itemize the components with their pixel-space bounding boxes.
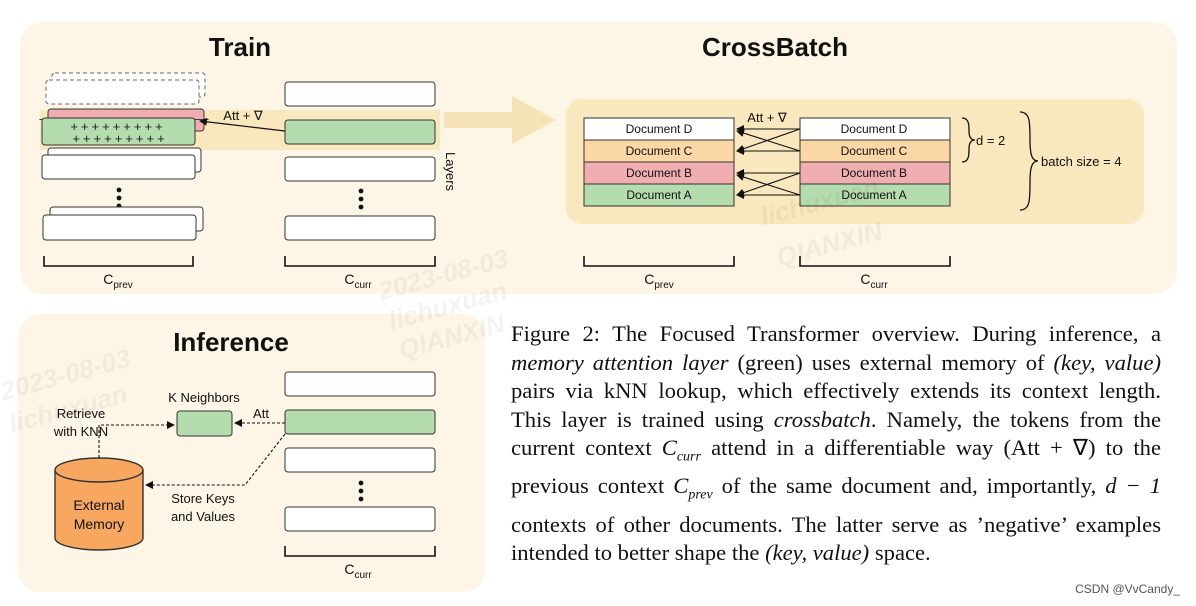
layers-label: Layers [443, 152, 458, 192]
caption-label: Figure 2: [511, 321, 601, 346]
ellipsis-dot [116, 195, 122, 201]
att-label: Att [253, 406, 269, 421]
ellipsis-dot [358, 488, 364, 494]
retrieve-arrow [98, 421, 175, 458]
curr-document-c-label: Document C [841, 144, 908, 158]
curr-document-d-label: Document D [841, 122, 908, 136]
store-label-1: Store Keys [171, 491, 235, 506]
ellipsis-dot [116, 187, 122, 193]
train-attention-arrow [199, 117, 286, 132]
ellipsis-dot [358, 188, 364, 194]
curr-document-b-label: Document B [841, 166, 907, 180]
external-memory-top [54, 457, 144, 483]
inference-curr-layer [284, 447, 436, 473]
train-curr-bracket [284, 256, 436, 267]
prev-document-d-label: Document D [626, 122, 693, 136]
train-curr-layer [284, 215, 436, 241]
crossbatch-attention-label: Att + ∇ [747, 110, 787, 125]
prev-document-a-label: Document A [626, 188, 691, 202]
retrieve-label-1: Retrieve [57, 406, 105, 421]
train-title: Train [209, 32, 271, 62]
ellipsis-dot [358, 204, 364, 210]
train-attention-label: Att + ∇ [223, 108, 263, 123]
k-neighbors-label: K Neighbors [168, 390, 240, 405]
ellipsis-dot [358, 496, 364, 502]
crossbatch-title: CrossBatch [702, 32, 848, 62]
c-prev: Cprev [673, 473, 713, 503]
positive-signs-row-1: +++++++++ [70, 119, 165, 134]
curr-document-a-label: Document A [841, 188, 906, 202]
crossbatch-arrow [736, 129, 801, 152]
crossbatch-prev-bracket [583, 256, 735, 267]
batch-brace [1019, 111, 1039, 211]
store-arrow [145, 433, 286, 489]
external-memory-label-1: External [73, 497, 124, 513]
inference-title: Inference [173, 327, 289, 357]
batch-size-label: batch size = 4 [1041, 154, 1122, 169]
ellipsis-dot [358, 480, 364, 486]
crossbatch-arrow [736, 172, 801, 197]
crossbatch-arrow [736, 128, 801, 153]
figure-caption: Figure 2: The Focused Transformer overvi… [511, 321, 1162, 566]
crossbatch-curr-bracket [799, 256, 951, 267]
store-label-2: and Values [171, 509, 236, 524]
ellipsis-dot [358, 196, 364, 202]
train-curr-memory-layer [284, 119, 436, 145]
inference-curr-bracket [284, 546, 436, 557]
prev-document-a [583, 183, 735, 207]
train-prev-memory-layer [41, 117, 196, 146]
external-memory-cylinder [54, 470, 144, 551]
train-prev-layer [41, 154, 196, 180]
positive-signs-row-2: +++++++++ [72, 131, 167, 146]
train-curr-label: Ccurr [344, 271, 372, 291]
train-prev-bracket [43, 256, 194, 267]
train-prev-label: Cprev [103, 271, 133, 291]
inference-curr-label: Ccurr [344, 561, 372, 581]
inference-curr-layer [284, 506, 436, 532]
train-curr-layer [284, 156, 436, 182]
prev-document-c-label: Document C [626, 144, 693, 158]
inference-curr-memory-layer [284, 409, 436, 435]
retrieve-label-2: with KNN [53, 424, 108, 439]
c-curr: Ccurr [661, 435, 701, 465]
external-memory-label-2: Memory [74, 516, 125, 532]
d-label: d = 2 [976, 133, 1005, 148]
train-prev-ghost-layer-2 [45, 79, 200, 105]
train-to-crossbatch-arrow [444, 96, 556, 144]
train-prev-layer [42, 214, 197, 241]
train-curr-layer [284, 81, 436, 107]
prev-document-b-label: Document B [626, 166, 692, 180]
inference-curr-layer [284, 371, 436, 397]
d-brace [961, 117, 976, 163]
crossbatch-curr-label: Ccurr [860, 271, 888, 291]
footer-credit: CSDN @VvCandy_ [1075, 582, 1180, 596]
crossbatch-arrow [736, 173, 801, 196]
k-neighbors-box [176, 410, 233, 437]
crossbatch-prev-label: Cprev [644, 271, 674, 291]
